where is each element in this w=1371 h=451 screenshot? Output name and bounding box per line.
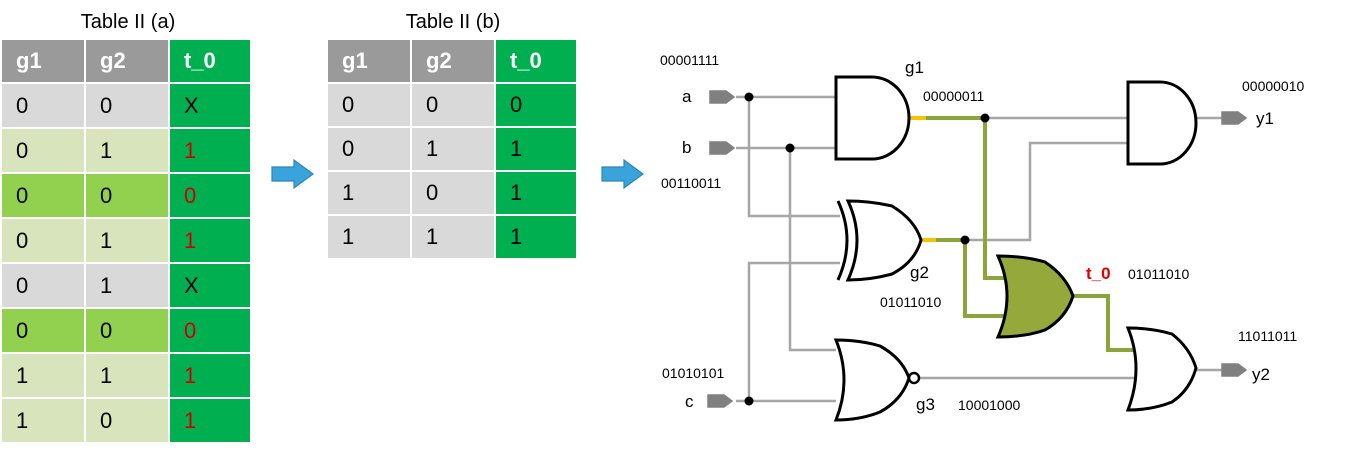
gate-t0-value: 01011010 xyxy=(1128,266,1189,282)
table-a-cell-g2: 1 xyxy=(86,129,170,174)
table-b-cell-g1: 0 xyxy=(328,84,412,128)
table-a-cell-g2: 0 xyxy=(86,309,170,354)
input-b-value: 00110011 xyxy=(661,175,721,191)
table-b-cell-g2: 1 xyxy=(412,128,496,172)
gate-g2-label: g2 xyxy=(910,263,929,282)
arrow-right-icon xyxy=(601,158,645,190)
table-a-header-g2: g2 xyxy=(86,40,170,84)
gate-g3-value: 10001000 xyxy=(958,397,1021,413)
and-gate-g1-icon xyxy=(834,75,911,161)
input-c-pin-icon xyxy=(707,394,734,408)
table-a-cell-g2: 1 xyxy=(86,264,170,309)
table-b-title: Table II (b) xyxy=(405,11,501,33)
nor-gate-g3-icon xyxy=(833,338,911,422)
table-a-cell-t_0: 1 xyxy=(170,354,252,399)
input-a-value: 00001111 xyxy=(660,52,719,68)
table-b-cell-g2: 1 xyxy=(412,216,496,260)
table-a-cell-g1: 0 xyxy=(2,174,86,219)
nor-bubble-icon xyxy=(907,371,921,385)
table-a-cell-g2: 0 xyxy=(86,174,170,219)
xor-gate-g2-icon xyxy=(845,199,923,282)
table-b-cell-g1: 0 xyxy=(328,128,412,172)
table-b-cell-g1: 1 xyxy=(328,216,412,260)
or-gate-t0-icon xyxy=(995,254,1075,339)
table-a-cell-t_0: 1 xyxy=(170,129,252,174)
table-a-cell-t_0: 0 xyxy=(170,309,252,354)
table-b-cell-t_0: 1 xyxy=(496,172,578,216)
output-y1-label: y1 xyxy=(1256,109,1274,128)
input-a-pin-icon xyxy=(709,90,736,104)
gate-t0-label: t_0 xyxy=(1086,264,1111,283)
table-a-cell-g1: 0 xyxy=(2,129,86,174)
table-a-cell-g1: 0 xyxy=(2,84,86,129)
table-b-cell-t_0: 1 xyxy=(496,216,578,260)
input-b-label: b xyxy=(682,138,691,157)
arrow-right-icon xyxy=(271,158,315,190)
table-a-cell-g2: 1 xyxy=(86,354,170,399)
table-a-cell-g1: 0 xyxy=(2,219,86,264)
output-y2-value: 11011011 xyxy=(1238,328,1297,344)
table-b-cell-t_0: 0 xyxy=(496,84,578,128)
input-c-value: 01010101 xyxy=(662,365,725,381)
table-a-title: Table II (a) xyxy=(80,11,176,33)
table-b-header-t0: t_0 xyxy=(496,40,578,84)
yellow-wire-stubs xyxy=(909,116,936,242)
table-a-cell-g1: 1 xyxy=(2,399,86,444)
table-a-cell-t_0: 1 xyxy=(170,219,252,264)
pin-markers xyxy=(707,90,1248,408)
table-b-cell-t_0: 1 xyxy=(496,128,578,172)
logic-gates xyxy=(833,75,1198,422)
table-a-cell-t_0: 0 xyxy=(170,174,252,219)
table-a-cell-g2: 0 xyxy=(86,84,170,129)
table-a-header-t0: t_0 xyxy=(170,40,252,84)
table-b-header-g1: g1 xyxy=(328,40,412,84)
gate-g2-value: 01011010 xyxy=(880,294,941,310)
output-y1-pin-icon xyxy=(1221,111,1248,125)
junction-dots xyxy=(744,92,990,406)
table-b-header-g2: g2 xyxy=(412,40,496,84)
gate-g1-value: 00000011 xyxy=(923,88,984,104)
gate-g3-label: g3 xyxy=(916,395,935,414)
table-a-cell-t_0: X xyxy=(170,84,252,129)
output-y1-value: 00000010 xyxy=(1242,78,1305,94)
table-a-cell-g2: 0 xyxy=(86,399,170,444)
or-gate-y2-icon xyxy=(1125,326,1198,412)
table-a-cell-t_0: X xyxy=(170,264,252,309)
table-a-header-g1: g1 xyxy=(2,40,86,84)
input-a-label: a xyxy=(682,87,692,106)
output-y2-label: y2 xyxy=(1252,365,1270,384)
and-gate-y1-icon xyxy=(1126,80,1198,166)
table-a-cell-g1: 0 xyxy=(2,309,86,354)
gate-g1-label: g1 xyxy=(905,58,924,77)
table-a-cell-g1: 1 xyxy=(2,354,86,399)
table-a-cell-g2: 1 xyxy=(86,219,170,264)
output-y2-pin-icon xyxy=(1221,363,1248,377)
olive-wires xyxy=(924,116,1135,352)
table-b-cell-g2: 0 xyxy=(412,84,496,128)
table-b-cell-g1: 1 xyxy=(328,172,412,216)
table-b-cell-g2: 0 xyxy=(412,172,496,216)
input-c-label: c xyxy=(685,392,694,411)
table-a-cell-t_0: 1 xyxy=(170,399,252,444)
table-a-cell-g1: 0 xyxy=(2,264,86,309)
input-b-pin-icon xyxy=(709,141,736,155)
